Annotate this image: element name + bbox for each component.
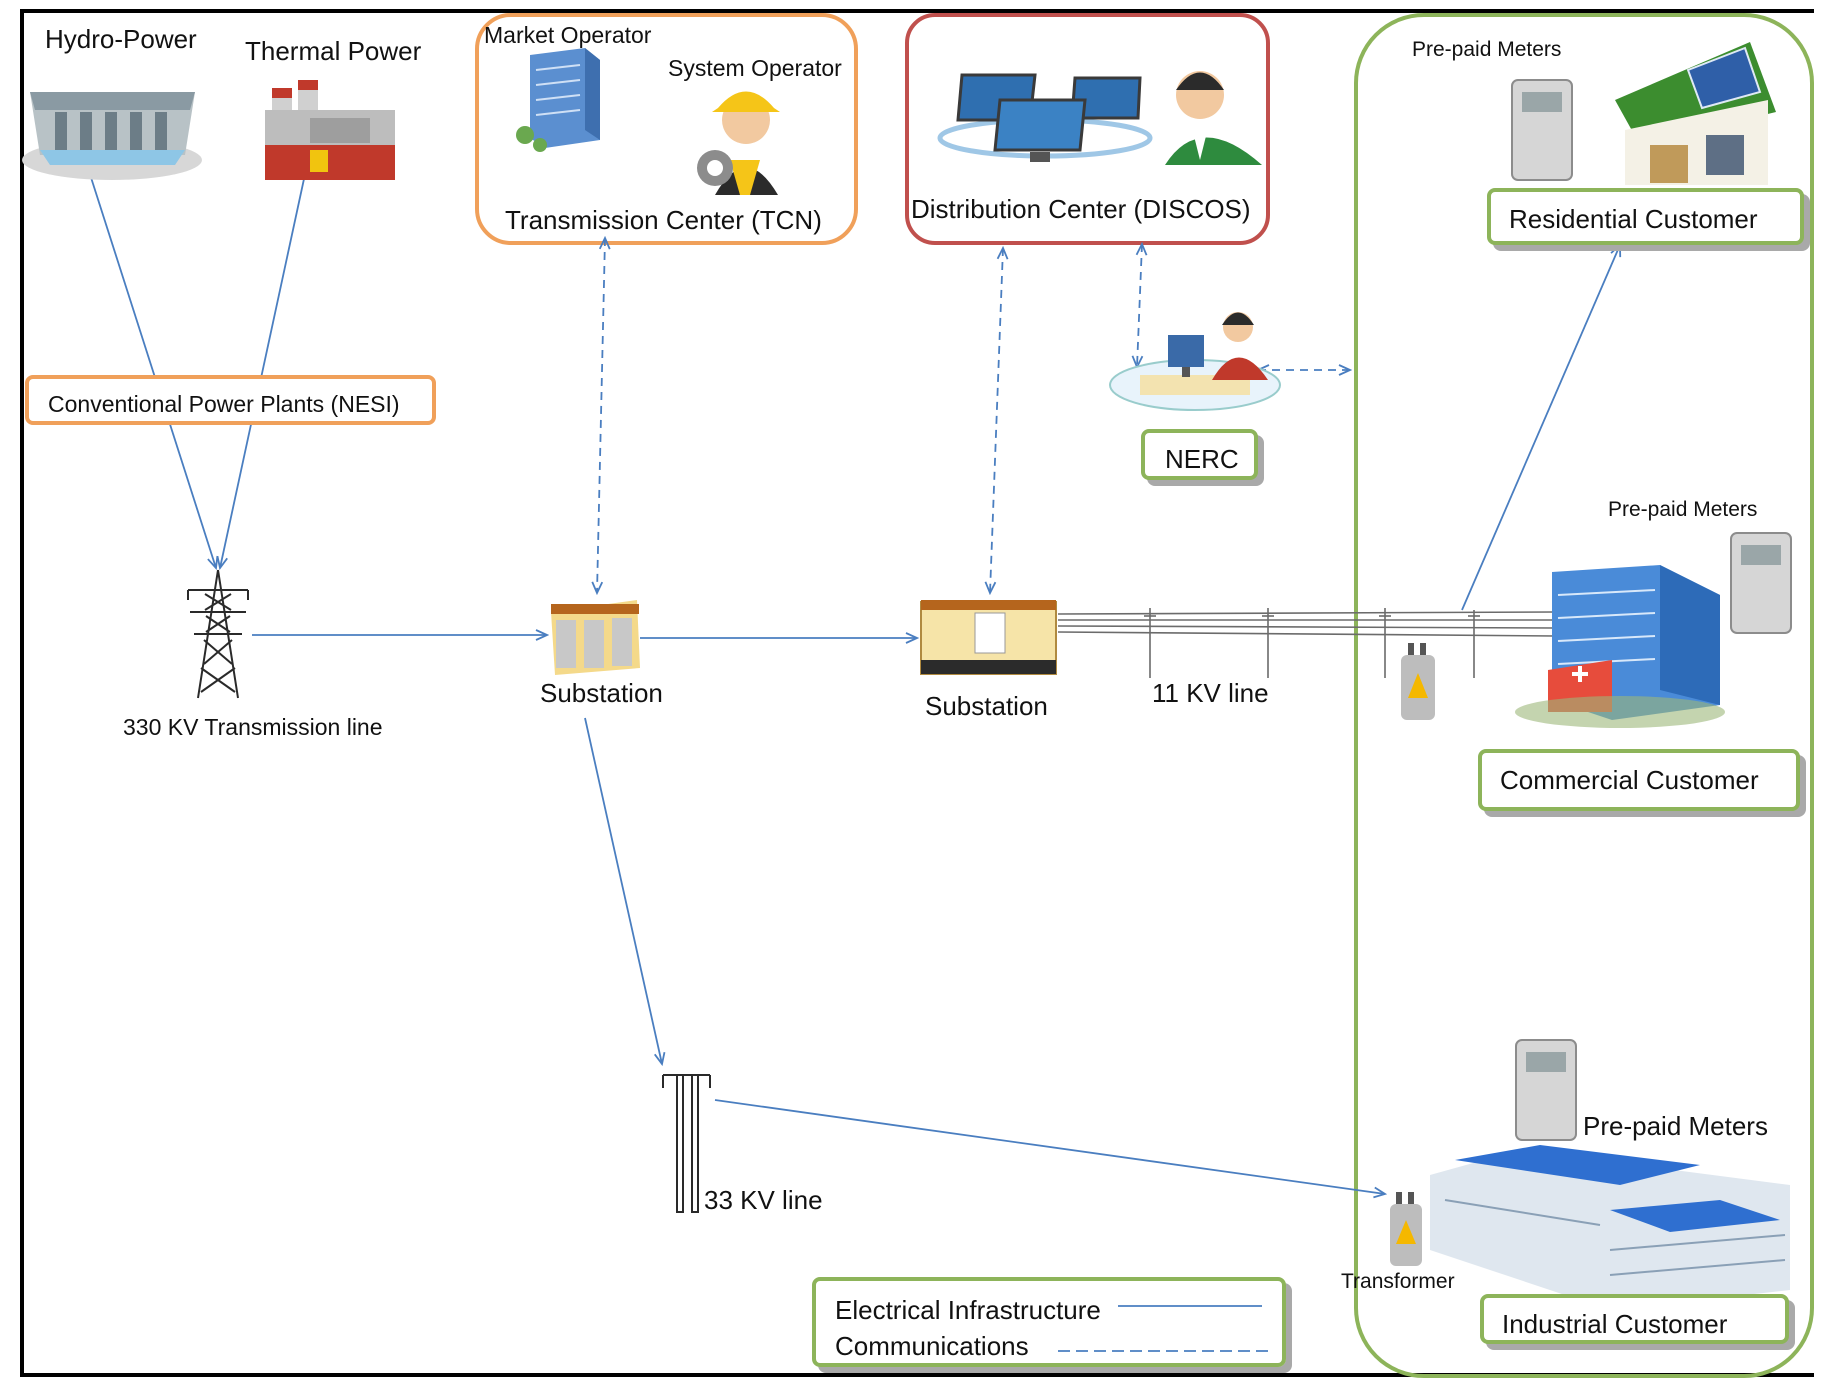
residential-box (1487, 188, 1804, 245)
commercial-building-icon (1515, 565, 1725, 728)
thermal-power-plant-icon (265, 80, 395, 180)
33kv-pole-icon (662, 1074, 711, 1213)
discos-nerc-comm-link (1137, 244, 1142, 367)
commercial-customer-label: Commercial Customer (1500, 765, 1759, 795)
commercial-box (1478, 749, 1800, 811)
industrial-box (1480, 1294, 1789, 1344)
legend-electrical-label: Electrical Infrastructure (835, 1295, 1101, 1325)
legend-communications-label: Communications (835, 1331, 1029, 1361)
system-operator-icon (697, 91, 780, 195)
nerc-operator-icon (1109, 312, 1281, 411)
tcn-label: Transmission Center (TCN) (505, 205, 822, 235)
market-operator-label: Market Operator (484, 22, 652, 48)
market-operator-building-icon (516, 48, 600, 152)
commercial-meter-label: Pre-paid Meters (1608, 498, 1758, 521)
substation-2-label: Substation (925, 691, 1048, 721)
residential-house-icon (1615, 42, 1776, 185)
legend-box (812, 1277, 1286, 1367)
prepaid-meter-industrial-icon (1515, 1039, 1577, 1141)
tcn-box (475, 13, 858, 245)
hydro-power-label: Hydro-Power (45, 24, 197, 54)
customer-zone (1354, 13, 1814, 1378)
outer-frame (20, 9, 1814, 1377)
nesi-box (25, 375, 436, 425)
transmission-tower-icon (187, 569, 249, 699)
11kv-line-graphic (1057, 608, 1556, 678)
feeder-to-residential-line (1461, 245, 1620, 611)
11kv-line-label: 11 KV line (1152, 678, 1269, 708)
residential-customer-label: Residential Customer (1509, 204, 1758, 234)
discos-comm-link (990, 248, 1003, 593)
industrial-customer-label: Industrial Customer (1502, 1309, 1728, 1339)
tcn-comm-link (597, 238, 605, 593)
hydro-feed-line (86, 164, 216, 568)
industrial-meter-label: Pre-paid Meters (1583, 1111, 1768, 1141)
prepaid-meter-residential-icon (1511, 79, 1573, 181)
distribution-computers-icon (937, 73, 1153, 162)
substation-to-33kv-line (584, 717, 662, 1064)
thermal-feed-line (220, 164, 308, 568)
33kv-to-industrial-line (714, 1099, 1385, 1194)
system-operator-label: System Operator (668, 55, 842, 81)
substation-1-icon (551, 600, 640, 675)
pole-transformer-icon (1401, 643, 1435, 720)
prepaid-meter-commercial-icon (1730, 532, 1792, 634)
call-center-operator-icon (1165, 71, 1262, 165)
substation-2-icon (920, 600, 1057, 675)
transformer-label: Transformer (1341, 1270, 1455, 1293)
discos-box (905, 13, 1270, 245)
nerc-box (1141, 429, 1258, 480)
330kv-line-label: 330 KV Transmission line (123, 714, 383, 740)
thermal-power-label: Thermal Power (245, 36, 422, 66)
substation-1-label: Substation (540, 678, 663, 708)
discos-label: Distribution Center (DISCOS) (911, 194, 1251, 224)
nesi-label: Conventional Power Plants (NESI) (48, 391, 400, 417)
industrial-transformer-icon (1390, 1192, 1422, 1266)
residential-meter-label: Pre-paid Meters (1412, 38, 1562, 61)
hydro-power-plant-icon (22, 92, 202, 180)
industrial-complex-icon (1430, 1145, 1790, 1310)
nerc-label: NERC (1165, 444, 1239, 474)
33kv-line-label: 33 KV line (704, 1185, 823, 1215)
